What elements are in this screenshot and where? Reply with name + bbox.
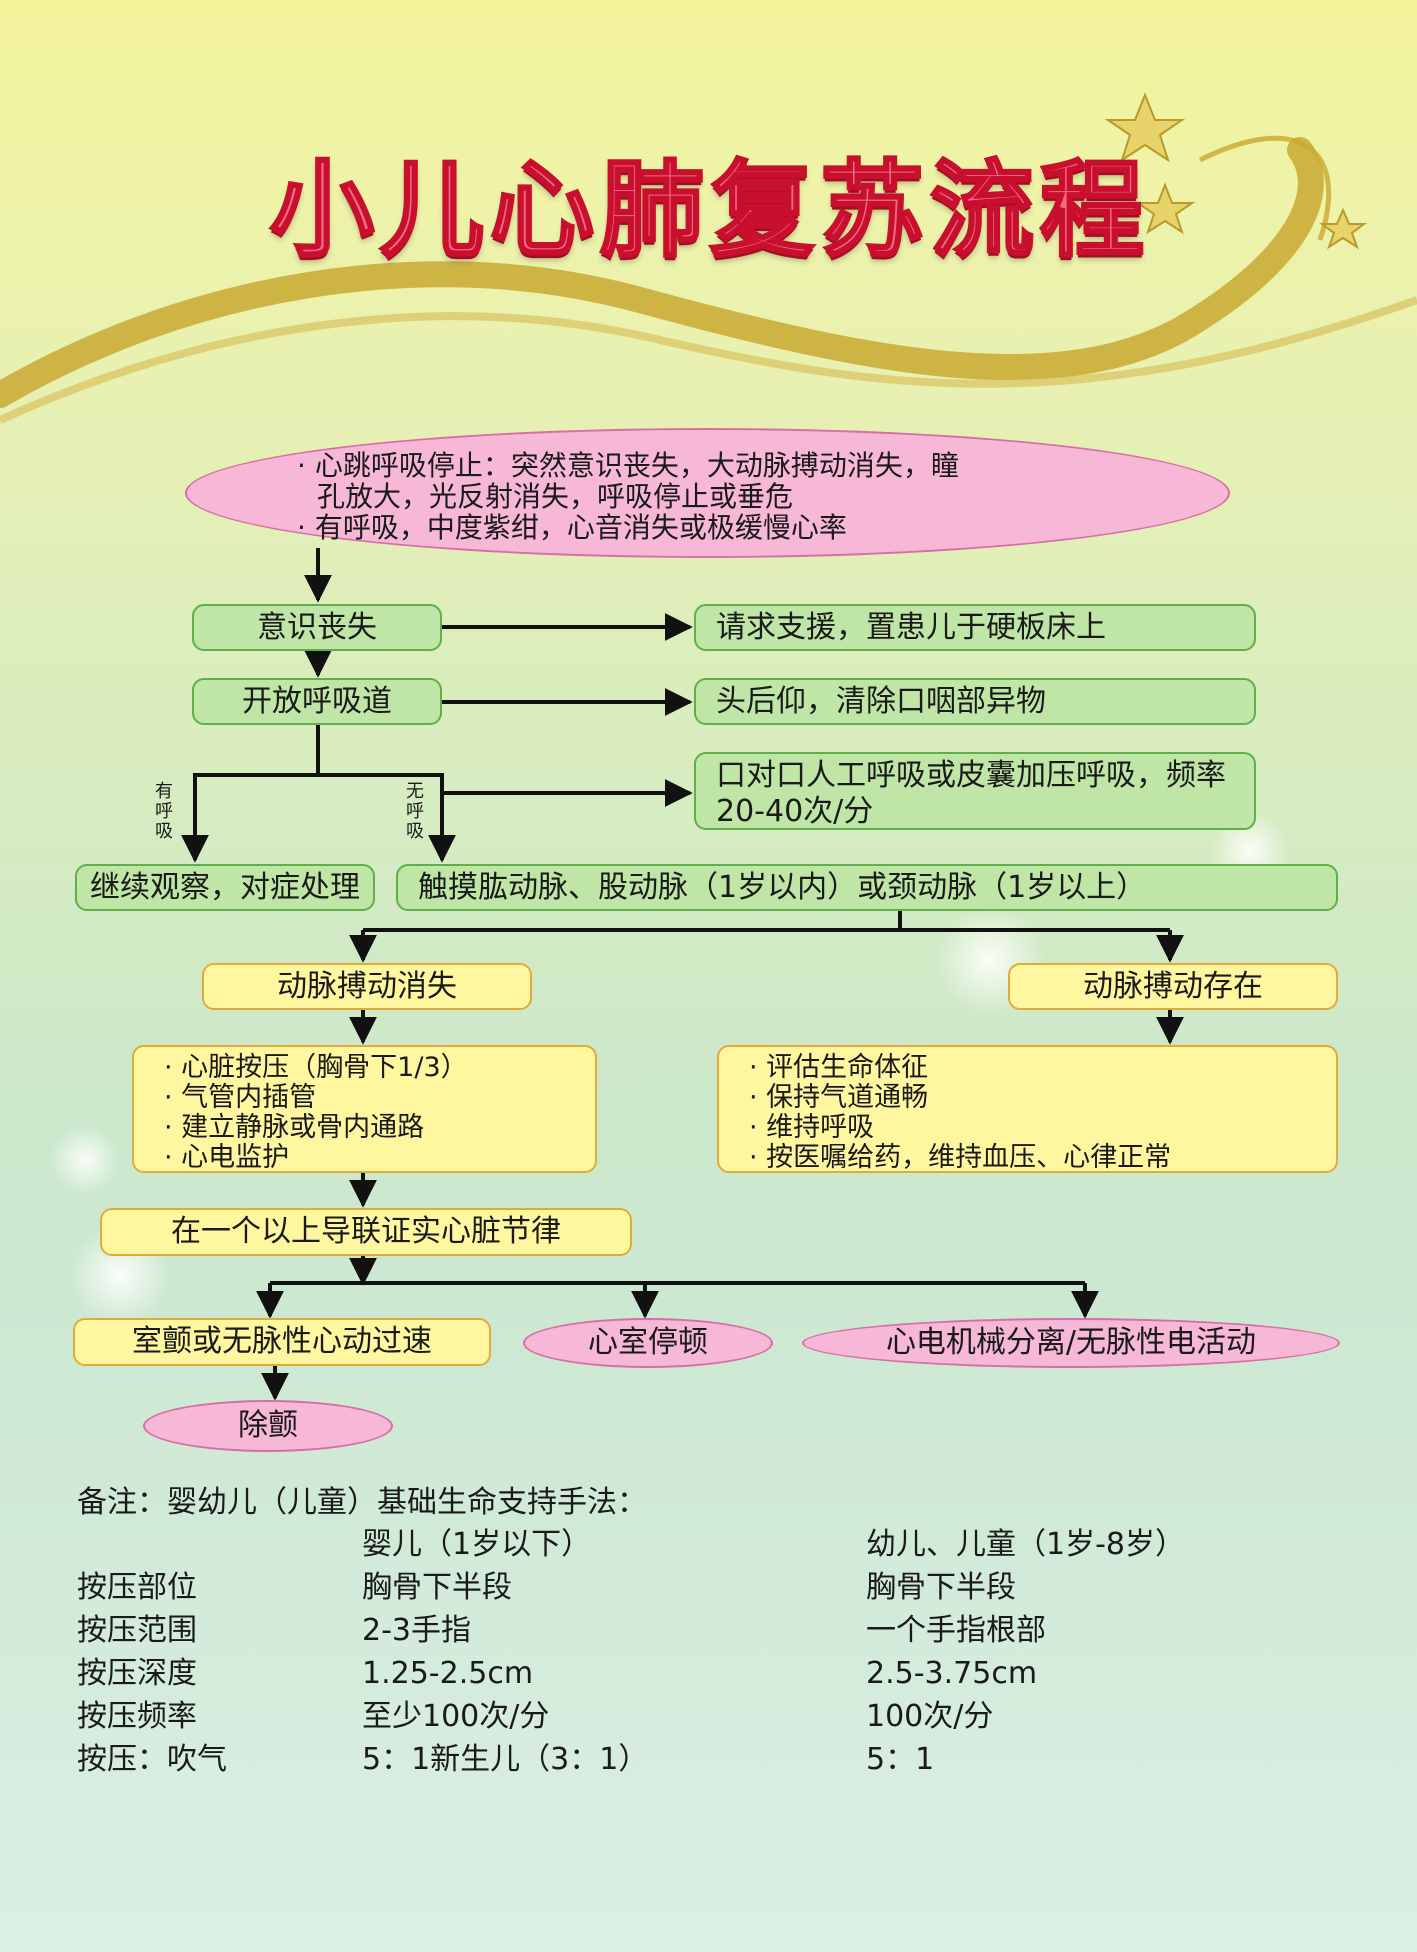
star-icon <box>1134 182 1196 235</box>
notes-col-infant: 婴儿（1岁以下） <box>362 1527 592 1562</box>
gold-arc <box>1198 135 1332 241</box>
notes-row-label: 按压范围 <box>77 1613 197 1648</box>
node-head-tilt: 头后仰，清除口咽部异物 <box>694 678 1256 725</box>
node-asystole: 心室停顿 <box>523 1318 773 1368</box>
node-pulse-absent: 动脉搏动消失 <box>202 963 532 1010</box>
notes-row-label: 按压：吹气 <box>77 1742 227 1777</box>
node-rescue-breath: 口对口人工呼吸或皮囊加压呼吸，频率20-40次/分 <box>694 752 1256 830</box>
present-action-item: 按医嘱给药，维持血压、心律正常 <box>749 1143 1336 1173</box>
notes-row-child: 一个手指根部 <box>866 1613 1046 1648</box>
absent-action-item: 建立静脉或骨内通路 <box>164 1113 595 1143</box>
start-line-3: · 有呼吸，中度紫绀，心音消失或极缓慢心率 <box>297 511 847 544</box>
notes-row-infant: 2-3手指 <box>362 1613 471 1648</box>
notes-row-child: 5：1 <box>866 1742 935 1777</box>
present-actions-list: 评估生命体征 保持气道通畅 维持呼吸 按医嘱给药，维持血压、心律正常 <box>717 1045 1338 1173</box>
node-observe: 继续观察，对症处理 <box>75 864 375 911</box>
present-action-item: 维持呼吸 <box>749 1113 1336 1143</box>
node-vf-vt: 室颤或无脉性心动过速 <box>73 1318 491 1366</box>
notes-col-child: 幼儿、儿童（1岁-8岁） <box>866 1527 1185 1562</box>
notes-row-child: 胸骨下半段 <box>866 1570 1016 1605</box>
rescue-breath-text: 口对口人工呼吸或皮囊加压呼吸，频率20-40次/分 <box>716 758 1226 829</box>
notes-row-label: 按压深度 <box>77 1656 197 1691</box>
node-pulse-present: 动脉搏动存在 <box>1008 963 1338 1010</box>
notes-row-infant: 5：1新生儿（3：1） <box>362 1742 649 1777</box>
gold-swoosh <box>0 137 1324 408</box>
star-icon <box>1319 207 1367 250</box>
notes-row-label: 按压频率 <box>77 1699 197 1734</box>
absent-actions-list: 心脏按压（胸骨下1/3） 气管内插管 建立静脉或骨内通路 心电监护 <box>132 1045 597 1173</box>
node-check-pulse: 触摸肱动脉、股动脉（1岁以内）或颈动脉（1岁以上） <box>396 864 1338 911</box>
notes-heading: 备注：婴幼儿（儿童）基础生命支持手法： <box>77 1485 647 1520</box>
star-icon <box>1104 92 1186 163</box>
node-defib: 除颤 <box>143 1400 393 1452</box>
label-breathing: 有呼吸 <box>155 781 173 842</box>
node-call-help: 请求支援，置患儿于硬板床上 <box>694 604 1256 651</box>
label-no-breathing: 无呼吸 <box>406 781 424 842</box>
notes-row-child: 100次/分 <box>866 1699 994 1734</box>
notes-row-infant: 胸骨下半段 <box>362 1570 512 1605</box>
sparkle <box>50 1125 120 1195</box>
notes-row-infant: 1.25-2.5cm <box>362 1656 534 1691</box>
node-unconscious: 意识丧失 <box>192 604 442 651</box>
present-action-item: 保持气道通畅 <box>749 1083 1336 1113</box>
node-confirm-rhythm: 在一个以上导联证实心脏节律 <box>100 1208 632 1256</box>
node-open-airway: 开放呼吸道 <box>192 678 442 725</box>
present-action-item: 评估生命体征 <box>749 1053 1336 1083</box>
notes-row-child: 2.5-3.75cm <box>866 1656 1038 1691</box>
page-title: 小儿心肺复苏流程 <box>269 148 1151 273</box>
start-node: · 心跳呼吸停止：突然意识丧失，大动脉搏动消失，瞳 孔放大，光反射消失，呼吸停止… <box>185 428 1230 558</box>
absent-action-item: 心脏按压（胸骨下1/3） <box>164 1053 595 1083</box>
notes-row-label: 按压部位 <box>77 1570 197 1605</box>
absent-action-item: 气管内插管 <box>164 1083 595 1113</box>
gold-swoosh-thin <box>0 296 1417 424</box>
absent-action-item: 心电监护 <box>164 1143 595 1173</box>
start-line-2: 孔放大，光反射消失，呼吸停止或垂危 <box>317 480 794 513</box>
start-line-1: · 心跳呼吸停止：突然意识丧失，大动脉搏动消失，瞳 <box>297 449 959 482</box>
node-pea: 心电机械分离/无脉性电活动 <box>802 1318 1340 1368</box>
notes-row-infant: 至少100次/分 <box>362 1699 550 1734</box>
